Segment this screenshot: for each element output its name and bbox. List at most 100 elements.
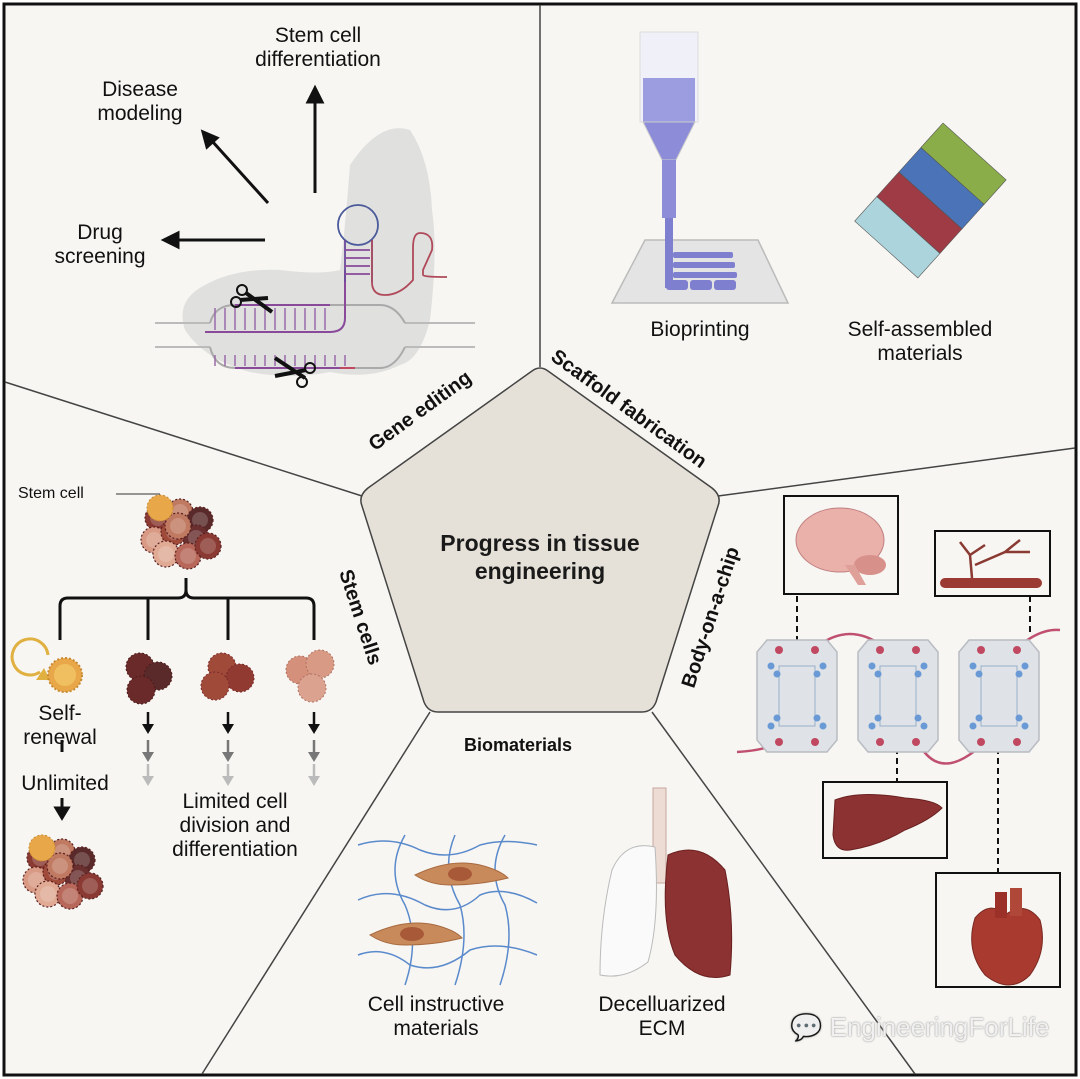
label-line: Self- — [38, 702, 82, 725]
decellularized-ecm-label: Decelluarized ECM — [572, 993, 752, 1041]
cell — [194, 532, 222, 560]
arrow-head — [142, 752, 154, 762]
chip-port-blue — [819, 662, 827, 670]
outcome-line: Disease — [102, 78, 178, 101]
lineage-brackets — [58, 578, 316, 640]
arrow-head — [308, 724, 320, 734]
chip-port-blue — [914, 670, 922, 678]
outcome-line: differentiation — [255, 48, 381, 72]
self-renewal-cell-icon — [10, 637, 83, 693]
arrow-head — [222, 752, 234, 762]
brain-icon — [795, 507, 886, 585]
section-dividers — [4, 5, 1076, 1075]
unlimited-arrow — [53, 740, 71, 821]
item-line: Cell instructive — [367, 993, 505, 1016]
fibroblast-cell-icon — [368, 922, 463, 946]
bioprinter-icon — [610, 31, 790, 304]
progenitor-cells-medium-icon — [200, 652, 255, 701]
chip-port-red — [811, 646, 819, 654]
outcome-drug-screening: Drug screening — [40, 221, 160, 269]
arrow-head — [308, 752, 320, 762]
chip-port-blue — [773, 714, 781, 722]
stem-cell — [28, 834, 56, 862]
chip-port-blue — [813, 670, 821, 678]
chip-port-blue — [975, 714, 983, 722]
chip-port-blue — [1021, 662, 1029, 670]
chip-port-blue — [819, 722, 827, 730]
chip-port-blue — [969, 662, 977, 670]
dna-base-pairs — [214, 308, 346, 366]
heart-icon — [971, 888, 1043, 986]
arrow-head — [308, 776, 320, 786]
cell-instructive-materials-label: Cell instructive materials — [336, 993, 536, 1041]
chip-connectors — [796, 596, 1031, 875]
arrow-head — [142, 776, 154, 786]
self-assembled-layers-icon — [854, 122, 1007, 279]
organ-chips — [756, 639, 1040, 753]
chip-port-blue — [975, 670, 983, 678]
item-line: Decelluarized — [598, 993, 726, 1016]
cell-nucleus — [192, 512, 208, 528]
limited-division-label: Limited cell division and differentiatio… — [140, 790, 330, 862]
item-line: ECM — [638, 1017, 686, 1041]
cell-nucleus — [180, 548, 196, 564]
item-line: materials — [393, 1017, 479, 1041]
item-line: materials — [877, 342, 963, 366]
chip-port-red — [1013, 646, 1021, 654]
stem-cell-cluster-icon — [140, 494, 222, 570]
arrow-head — [222, 776, 234, 786]
chip-port-blue — [1015, 670, 1023, 678]
chip-port-red — [775, 738, 783, 746]
chip-port-blue — [868, 722, 876, 730]
cell-nucleus — [170, 518, 186, 534]
scissors-icon — [230, 284, 274, 314]
cell-nucleus — [74, 852, 90, 868]
watermark-text: EngineeringForLife — [829, 1012, 1050, 1042]
chip-port-blue — [767, 722, 775, 730]
chip-port-blue — [920, 662, 928, 670]
chip-port-red — [876, 738, 884, 746]
cell-nucleus — [82, 878, 98, 894]
chip-body — [958, 639, 1040, 753]
crispr-illustration — [155, 128, 475, 388]
chip-port-red — [1013, 738, 1021, 746]
label-line: differentiation — [172, 838, 298, 862]
chip-port-red — [775, 646, 783, 654]
cell-nucleus — [158, 546, 174, 562]
outcome-stem-cell-differentiation: Stem cell differentiation — [238, 24, 398, 72]
chip-port-red — [912, 738, 920, 746]
section-label-biomaterials: Biomaterials — [464, 735, 573, 755]
chip-body — [857, 639, 939, 753]
arrow-head — [142, 724, 154, 734]
fiber-network-icon — [357, 834, 538, 986]
outcome-arrows — [160, 84, 325, 250]
chip-port-blue — [874, 714, 882, 722]
chip-port-red — [977, 738, 985, 746]
chip-channel — [879, 665, 917, 727]
chip-port-blue — [813, 714, 821, 722]
label-line: Limited cell — [182, 790, 288, 813]
cell — [46, 852, 74, 880]
watermark: 💬 EngineeringForLife — [790, 1012, 1049, 1043]
outcome-line: screening — [54, 245, 146, 269]
outcome-line: modeling — [97, 102, 183, 126]
self-assembled-materials-label: Self-assembled materials — [820, 318, 1020, 366]
scissors-icon — [273, 356, 316, 388]
cell-nucleus — [200, 538, 216, 554]
chip-port-blue — [969, 722, 977, 730]
label-line: renewal — [23, 726, 97, 750]
center-title-line: Progress in tissue — [440, 530, 640, 556]
bioprinting-label: Bioprinting — [620, 318, 780, 342]
cell — [76, 872, 104, 900]
chip-port-blue — [914, 714, 922, 722]
arrow-head — [222, 724, 234, 734]
chip-port-red — [977, 646, 985, 654]
label-line: division and — [179, 814, 291, 838]
progenitor-cells-light-icon — [285, 649, 335, 703]
item-line: Bioprinting — [650, 318, 750, 341]
center-title: Progress in tissue engineering — [380, 530, 700, 585]
differentiation-arrows — [142, 712, 320, 786]
chip-port-blue — [1021, 722, 1029, 730]
item-line: Self-assembled — [847, 318, 993, 341]
